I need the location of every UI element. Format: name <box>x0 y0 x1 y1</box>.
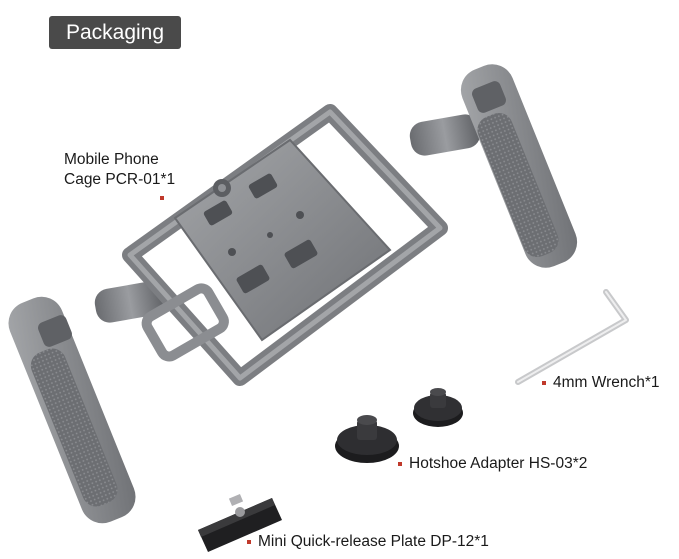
wrench-marker <box>542 381 546 385</box>
plate-marker <box>247 540 251 544</box>
wrench <box>515 289 629 385</box>
hotshoe-marker <box>398 462 402 466</box>
left-handle <box>8 281 166 524</box>
cage-label-line1: Mobile Phone <box>64 151 159 168</box>
wrench-label: 4mm Wrench*1 <box>553 374 660 391</box>
cage-label-line2: Cage PCR-01*1 <box>64 171 176 188</box>
plate-label: Mini Quick-release Plate DP-12*1 <box>258 533 489 550</box>
right-handle <box>409 64 578 268</box>
hotshoe-label: Hotshoe Adapter HS-03*2 <box>409 455 588 472</box>
packaging-badge: Packaging <box>49 16 181 49</box>
quick-release-plate <box>198 493 282 552</box>
phone-cage <box>122 104 448 386</box>
cage-label: Mobile Phone Cage PCR-01*1 <box>64 150 175 190</box>
hotshoe-adapters <box>335 388 463 463</box>
cage-marker <box>160 196 164 200</box>
